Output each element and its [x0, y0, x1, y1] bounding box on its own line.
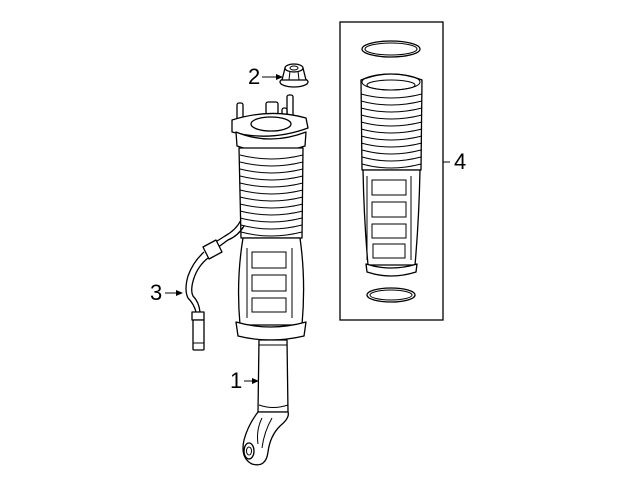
strut-assembly-icon	[231, 94, 309, 466]
callout-4: 4	[454, 149, 467, 174]
nut-icon	[279, 63, 309, 88]
sensor-harness-icon	[185, 219, 245, 351]
callout-1: 1	[230, 368, 243, 393]
boot-kit-icon	[360, 40, 423, 303]
callout-2: 2	[248, 64, 261, 89]
kit-frame	[339, 21, 444, 321]
callout-3: 3	[150, 280, 163, 305]
